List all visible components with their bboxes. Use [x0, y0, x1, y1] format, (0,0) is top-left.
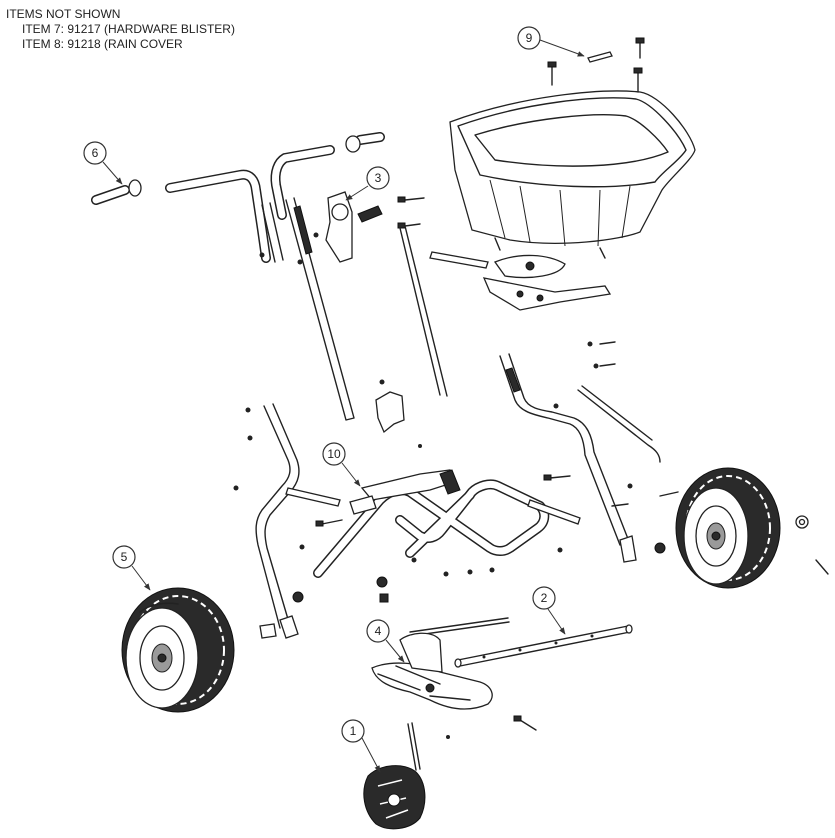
callout-2-leader [547, 608, 566, 635]
right-wheel [654, 467, 829, 589]
gearbox [363, 715, 537, 830]
note-item-8: ITEM 8: 91218 (RAIN COVER [22, 37, 183, 51]
callout-2: 2 [532, 586, 556, 610]
handle-grip [91, 179, 142, 205]
svg-text:3: 3 [375, 171, 382, 185]
hopper [449, 90, 696, 259]
callout-5: 5 [112, 545, 136, 569]
left-wheel [121, 587, 235, 713]
callout-1-leader [361, 737, 381, 773]
handle-assembly [165, 132, 385, 421]
callout-3-leader [345, 185, 369, 201]
callout-10-leader [341, 462, 361, 487]
callout-3: 3 [366, 166, 390, 190]
svg-text:6: 6 [92, 146, 99, 160]
gate-plate [429, 251, 612, 311]
svg-text:9: 9 [526, 31, 533, 45]
note-item-7: ITEM 7: 91217 (HARDWARE BLISTER) [22, 22, 235, 36]
callout-4: 4 [366, 619, 390, 643]
callout-9-leader [539, 39, 585, 57]
svg-text:1: 1 [350, 724, 357, 738]
callout-4-leader [385, 639, 405, 663]
frame-brackets [285, 474, 633, 577]
items-not-shown-note: ITEMS NOT SHOWN ITEM 7: 91217 (HARDWARE … [6, 7, 235, 52]
callout-6-leader [102, 161, 123, 185]
spinner-plate [371, 632, 493, 710]
callout-9: 9 [517, 26, 541, 50]
axle [409, 617, 633, 668]
svg-text:2: 2 [541, 591, 548, 605]
svg-text:5: 5 [121, 550, 128, 564]
svg-text:4: 4 [375, 624, 382, 638]
frame [313, 479, 550, 578]
control-bracket [313, 191, 425, 263]
callout-6: 6 [83, 141, 107, 165]
right-leg [499, 341, 661, 563]
svg-text:10: 10 [327, 447, 341, 461]
lever-bracket [375, 379, 422, 448]
control-rod [399, 227, 441, 396]
callout-5-leader [131, 565, 151, 591]
note-heading: ITEMS NOT SHOWN [6, 7, 121, 21]
callout-1: 1 [341, 719, 365, 743]
gear-linkage [349, 469, 461, 603]
hopper-hardware [547, 37, 645, 93]
left-leg [233, 403, 304, 639]
callout-10: 10 [322, 442, 346, 466]
